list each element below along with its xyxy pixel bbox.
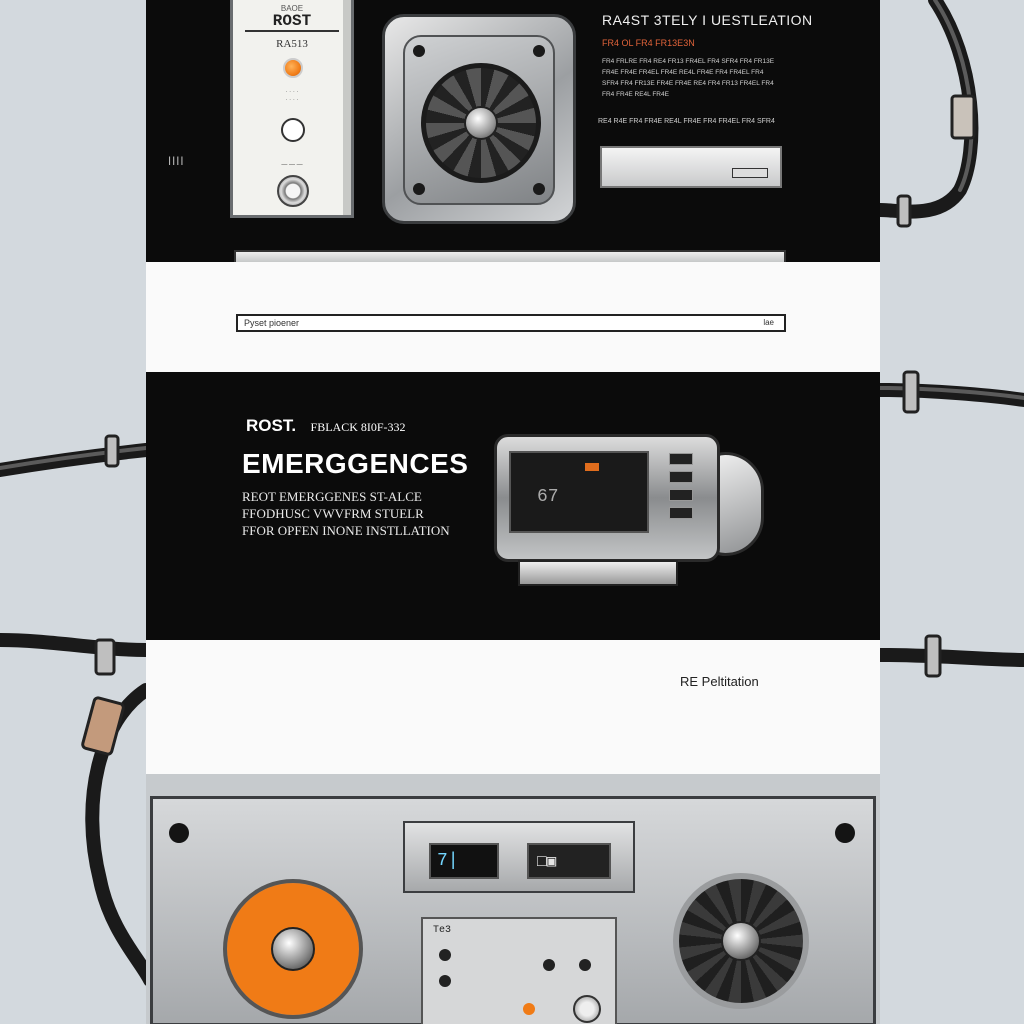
hero-desc-line: REOT EMERGGENES ST-ALCE bbox=[242, 489, 422, 504]
status-led-icon bbox=[283, 58, 303, 78]
text-input-field[interactable]: Pyset pioener lae bbox=[236, 314, 786, 332]
screw-icon bbox=[533, 183, 545, 195]
screw-icon bbox=[413, 45, 425, 57]
device-button[interactable] bbox=[669, 453, 693, 465]
lcd-display-secondary: □▣ bbox=[527, 843, 611, 879]
product-column: ǀǀǀǀ BAOE ROST RA513 · · · ·· · · · — — … bbox=[146, 0, 880, 1024]
control-button[interactable] bbox=[439, 975, 451, 987]
device-button[interactable] bbox=[669, 471, 693, 483]
fan-housing bbox=[403, 35, 555, 205]
screen-readout: 67 bbox=[537, 487, 559, 507]
thermostat-device: 67 bbox=[494, 434, 770, 600]
hero-brand: ROST. bbox=[246, 416, 297, 435]
control-panel-frame: 7| □▣ Te3 bbox=[150, 796, 876, 1024]
caption-strip: RE Peltitation bbox=[146, 640, 880, 774]
input-strip: Pyset pioener lae bbox=[146, 262, 880, 372]
control-button-block: Te3 bbox=[421, 917, 617, 1024]
control-dial[interactable] bbox=[573, 995, 601, 1023]
control-panel-section: 7| □▣ Te3 bbox=[146, 774, 880, 1024]
hero-section: ROST. FBLACK 8I0F-332 EMERGGENCES REOT E… bbox=[146, 372, 880, 640]
fan-hub bbox=[464, 106, 498, 140]
device-button[interactable] bbox=[669, 489, 693, 501]
screw-icon bbox=[533, 45, 545, 57]
lcd-primary-value: 7| bbox=[437, 851, 459, 871]
device-brand-logo: ROST bbox=[245, 12, 339, 32]
screw-icon bbox=[413, 183, 425, 195]
side-tick-marks: ǀǀǀǀ bbox=[168, 154, 185, 168]
lcd-display-primary: 7| bbox=[429, 843, 499, 879]
device-model: RA513 bbox=[276, 38, 308, 50]
hero-model: FBLACK 8I0F-332 bbox=[310, 420, 406, 434]
hero-desc-line: FFODHUSC VWVFRM STUELR bbox=[242, 506, 424, 521]
top-subtitle: FR4 OL FR4 FR13E3N bbox=[602, 38, 695, 48]
screw-icon bbox=[835, 823, 855, 843]
power-push-button[interactable] bbox=[277, 175, 309, 207]
hero-headline: EMERGGENCES bbox=[242, 448, 469, 479]
control-button[interactable] bbox=[579, 959, 591, 971]
top-title: RA4ST 3TELY I UESTLEATION bbox=[602, 12, 813, 28]
top-section: ǀǀǀǀ BAOE ROST RA513 · · · ·· · · · — — … bbox=[146, 0, 880, 262]
hero-brand-row: ROST. FBLACK 8I0F-332 bbox=[246, 416, 406, 436]
fan-wheel-icon bbox=[421, 63, 541, 183]
caption-label: RE Peltitation bbox=[680, 674, 759, 689]
knob-hub bbox=[271, 927, 315, 971]
temperature-knob[interactable] bbox=[223, 879, 363, 1019]
top-paragraph: FR4 FRLRE FR4 RE4 FR13 FR4EL FR4 SFR4 FR… bbox=[602, 58, 775, 98]
device-small-label: BAOE bbox=[280, 4, 304, 13]
display-bar: 7| □▣ bbox=[403, 821, 635, 893]
control-button[interactable] bbox=[439, 949, 451, 961]
fan-unit bbox=[382, 14, 576, 224]
fan-speed-knob[interactable] bbox=[673, 873, 809, 1009]
dial-knob[interactable] bbox=[281, 118, 305, 142]
device-tiny-labels: · · · ·· · · · bbox=[285, 89, 299, 103]
lcd-secondary-value: □▣ bbox=[537, 853, 557, 871]
control-button[interactable] bbox=[543, 959, 555, 971]
top-panel-button[interactable] bbox=[600, 146, 782, 188]
device-screen: 67 bbox=[509, 451, 649, 533]
device-body: 67 bbox=[494, 434, 720, 562]
screw-icon bbox=[169, 823, 189, 843]
device-base bbox=[518, 560, 678, 586]
hero-desc-line: FFOR OPFEN INONE INSTLLATION bbox=[242, 523, 450, 538]
device-button[interactable] bbox=[669, 507, 693, 519]
dial-knob-label: — — — bbox=[281, 162, 303, 168]
top-paragraph-secondary: RE4 R4E FR4 FR4E RE4L FR4E FR4 FR4EL FR4… bbox=[598, 118, 775, 125]
hero-description: REOT EMERGGENES ST-ALCE FFODHUSC VWVFRM … bbox=[242, 488, 450, 539]
device-button-group bbox=[657, 453, 707, 525]
control-module-device: BAOE ROST RA513 · · · ·· · · · — — — bbox=[230, 0, 354, 218]
knob-hub bbox=[721, 921, 761, 961]
input-placeholder: Pyset pioener bbox=[244, 318, 300, 328]
control-button-orange[interactable] bbox=[523, 1003, 535, 1015]
panel-chip-icon bbox=[732, 168, 768, 178]
input-tag: lae bbox=[763, 318, 774, 327]
screen-indicator-icon bbox=[585, 463, 599, 471]
control-block-label: Te3 bbox=[433, 925, 452, 936]
